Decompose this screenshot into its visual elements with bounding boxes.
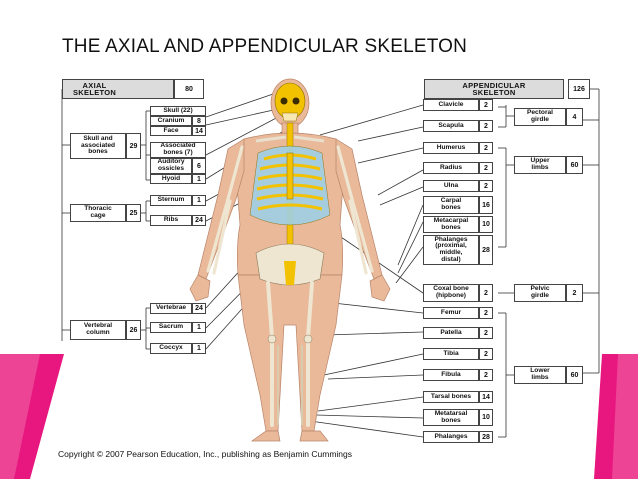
axial-item-ribs-count: 24 — [192, 215, 206, 226]
app-item-coxal-count: 2 — [479, 284, 493, 302]
axial-item-sacrum: Sacrum — [150, 322, 192, 333]
app-item-metatarsals-count: 10 — [479, 409, 493, 426]
axial-item-ribs: Ribs — [150, 215, 192, 226]
accent-shape-right — [594, 354, 638, 479]
body-illustration — [61, 78, 600, 442]
axial-item-ossicles-count: 6 — [192, 158, 206, 174]
copyright-notice: Copyright © 2007 Pearson Education, Inc.… — [58, 449, 353, 459]
accent-shape-left — [0, 354, 64, 479]
app-item-scapula: Scapula — [423, 120, 479, 132]
axial-item-face-count: 14 — [192, 126, 206, 136]
app-item-scapula-count: 2 — [479, 120, 493, 132]
axial-item-ossicles: Auditory ossicles — [150, 158, 192, 174]
axial-item-cranium: Cranium — [150, 116, 192, 126]
app-item-tarsals-count: 14 — [479, 391, 493, 403]
axial-item-cranium-count: 8 — [192, 116, 206, 126]
app-item-humerus: Humerus — [423, 142, 479, 154]
app-item-radius-count: 2 — [479, 162, 493, 174]
app-item-metatarsals: Metatarsal bones — [423, 409, 479, 426]
app-group-pelvic-count: 2 — [566, 284, 583, 302]
app-item-ulna: Ulna — [423, 180, 479, 192]
app-item-metacarpals-count: 10 — [479, 216, 493, 233]
app-item-carpals: Carpal bones — [423, 196, 479, 214]
app-group-pectoral-count: 4 — [566, 108, 583, 126]
axial-item-face: Face — [150, 126, 192, 136]
app-item-clavicle-count: 2 — [479, 99, 493, 111]
app-item-coxal: Coxal bone (hipbone) — [423, 284, 479, 302]
app-item-tarsals: Tarsal bones — [423, 391, 479, 403]
axial-group-thoracic-count: 25 — [126, 204, 141, 222]
axial-header: AXIAL SKELETON — [62, 79, 174, 99]
app-item-phalanges-foot-count: 28 — [479, 431, 493, 443]
app-item-ulna-count: 2 — [479, 180, 493, 192]
app-group-upper-limbs: Upper limbs — [514, 156, 566, 174]
app-item-clavicle: Clavicle — [423, 99, 479, 111]
app-item-fibula: Fibula — [423, 369, 479, 381]
app-item-phalanges-hand: Phalanges (proximal, middle, distal) — [423, 235, 479, 265]
app-item-metacarpals: Metacarpal bones — [423, 216, 479, 233]
app-group-upper-limbs-count: 60 — [566, 156, 583, 174]
skeleton-figure: AXIAL SKELETON 80 Skull and associated b… — [58, 75, 603, 463]
axial-item-skull: Skull (22) — [150, 106, 206, 116]
app-group-pelvic: Pelvic girdle — [514, 284, 566, 302]
axial-item-hyoid: Hyoid — [150, 174, 192, 184]
axial-group-skull-count: 29 — [126, 133, 141, 159]
app-item-tibia-count: 2 — [479, 348, 493, 360]
axial-item-coccyx: Coccyx — [150, 343, 192, 354]
skeleton-bones — [206, 82, 374, 427]
axial-total: 80 — [174, 79, 204, 99]
app-group-lower-limbs: Lower limbs — [514, 366, 566, 384]
slide-title: THE AXIAL AND APPENDICULAR SKELETON — [62, 36, 468, 57]
app-item-phalanges-hand-count: 28 — [479, 235, 493, 265]
app-item-radius: Radius — [423, 162, 479, 174]
app-item-humerus-count: 2 — [479, 142, 493, 154]
app-item-carpals-count: 16 — [479, 196, 493, 214]
axial-item-sternum-count: 1 — [192, 195, 206, 206]
axial-item-associated: Associated bones (7) — [150, 142, 206, 158]
app-item-femur: Femur — [423, 307, 479, 319]
app-item-patella: Patella — [423, 327, 479, 339]
axial-item-sacrum-count: 1 — [192, 322, 206, 333]
axial-group-skull: Skull and associated bones — [70, 133, 126, 159]
axial-group-vertebral-count: 26 — [126, 320, 141, 340]
axial-group-thoracic: Thoracic cage — [70, 204, 126, 222]
appendicular-total: 126 — [568, 79, 590, 99]
app-item-phalanges-foot: Phalanges — [423, 431, 479, 443]
app-item-patella-count: 2 — [479, 327, 493, 339]
axial-group-vertebral: Vertebral column — [70, 320, 126, 340]
app-group-lower-limbs-count: 60 — [566, 366, 583, 384]
appendicular-header: APPENDICULAR SKELETON — [424, 79, 564, 99]
axial-item-sternum: Sternum — [150, 195, 192, 206]
app-item-fibula-count: 2 — [479, 369, 493, 381]
appendicular-connectors — [309, 88, 600, 438]
axial-item-coccyx-count: 1 — [192, 343, 206, 354]
app-item-femur-count: 2 — [479, 307, 493, 319]
axial-item-hyoid-count: 1 — [192, 174, 206, 184]
axial-item-vertebrae: Vertebrae — [150, 303, 192, 314]
axial-item-vertebrae-count: 24 — [192, 303, 206, 314]
app-group-pectoral: Pectoral girdle — [514, 108, 566, 126]
app-item-tibia: Tibia — [423, 348, 479, 360]
